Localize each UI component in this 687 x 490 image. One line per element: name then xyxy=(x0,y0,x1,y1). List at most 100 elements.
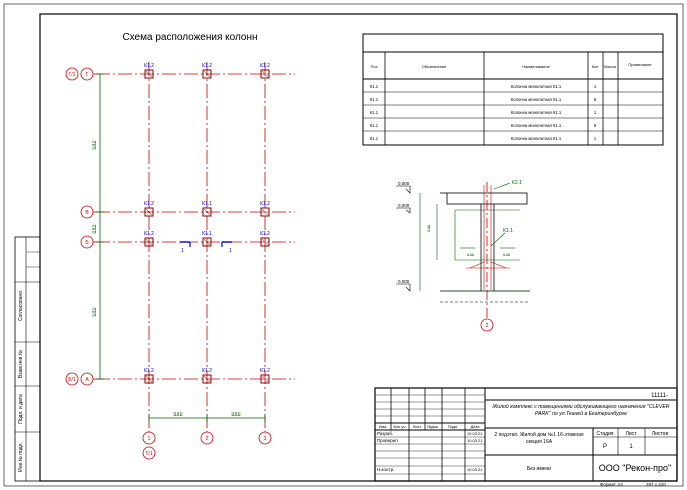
column-mark-label: К1.2 xyxy=(260,231,270,237)
tb-company: ООО "Рекон-про" xyxy=(599,463,671,473)
spec-cell: Колонна монолитная К1.1 xyxy=(511,84,562,89)
axis-bubble-b1 xyxy=(65,372,79,386)
tb-sheets-label: Листов xyxy=(652,431,669,437)
axis-label-g1: Г/1 xyxy=(69,72,76,78)
spec-header-note: Примечание xyxy=(628,62,652,67)
spec-cell: 1 xyxy=(594,136,597,141)
detail-section xyxy=(396,182,530,332)
detail-mark-top: К2.1 xyxy=(512,180,522,186)
title-block xyxy=(374,387,678,482)
tb-col-podp: Подп. xyxy=(448,424,459,429)
column-hatch xyxy=(261,208,269,216)
detail-mark-col: К1.1 xyxy=(503,228,513,234)
column-4-1 xyxy=(144,374,154,384)
spec-cell: Колонна монолитная К1.1 xyxy=(511,123,562,128)
tb-date-1: 10.03.21 xyxy=(467,431,483,436)
column-mark-label: К1.2 xyxy=(144,231,154,237)
tb-sheet: 1 xyxy=(629,444,633,450)
column-mark-label: К1.2 xyxy=(144,63,154,69)
detail-level-top: 0,000 xyxy=(398,181,410,186)
axis-bubbles xyxy=(65,67,272,460)
stamp-label-replace: Взам.инв.№ xyxy=(18,350,24,378)
spec-header-mass: Масса xyxy=(604,64,617,69)
column-3-3 xyxy=(260,237,270,247)
tb-object: 2 подэтап. Жилой дом №1 16-этажная секци… xyxy=(494,432,584,445)
spec-cell: 1 xyxy=(594,84,597,89)
axis-label-a: А xyxy=(85,377,89,383)
column-mark-label: К1.2 xyxy=(144,201,154,207)
column-mark-label: К1.2 xyxy=(202,63,212,69)
spec-header-designation: Обозначение xyxy=(422,64,448,69)
spec-cell: 1 xyxy=(594,110,597,115)
axis-bubble-3 xyxy=(258,431,272,445)
dim-label-2: ШШ xyxy=(92,224,98,234)
side-stamp: Согласовано Взам.инв.№ Подп. и дата Инв.… xyxy=(14,236,41,482)
column-2-3 xyxy=(260,207,270,217)
spec-cell: К1.1 xyxy=(370,110,379,115)
tb-format: Формат А3 xyxy=(600,482,623,487)
column-1-1 xyxy=(144,69,154,79)
detail-dim-3: ШШ xyxy=(426,224,431,232)
column-1-3 xyxy=(260,69,270,79)
tb-date-2: 10.03.21 xyxy=(467,438,483,443)
column-2-1 xyxy=(144,207,154,217)
column-hatch xyxy=(203,238,211,246)
axis-label-v: В xyxy=(85,210,89,216)
spec-cell: К1.1 xyxy=(370,97,379,102)
column-hatch xyxy=(203,375,211,383)
spec-cell: 8 xyxy=(594,97,597,102)
tb-code: 11111- xyxy=(651,393,668,399)
column-mark-label: К1.2 xyxy=(260,63,270,69)
axis-label-t1: Т/1 xyxy=(145,451,152,457)
detail-dim-2: ШШ xyxy=(503,252,511,257)
tb-sheet-label: Лист xyxy=(626,431,638,437)
column-mark-label: К1.1 xyxy=(202,201,212,207)
column-4-2 xyxy=(202,374,212,384)
tb-date-3: 10.03.21 xyxy=(467,467,483,472)
detail-dim-1: ШШ xyxy=(467,252,475,257)
spec-cell: Колонна монолитная К1.1 xyxy=(511,136,562,141)
detail-level-bot: 0,000 xyxy=(398,279,410,284)
column-mark-label: К1.2 xyxy=(144,368,154,374)
tb-object-wrap: 2 подэтап. Жилой дом №1 16-этажная секци… xyxy=(494,432,584,445)
plan-title: Схема расположения колонн xyxy=(122,32,257,43)
spec-table xyxy=(362,33,664,146)
spec-cell: К1.1 xyxy=(370,84,379,89)
detail-axis-label: 2 xyxy=(486,323,489,329)
spec-cell: Колонна монолитная К1.1 xyxy=(511,110,562,115)
spec-cell: К1.1 xyxy=(370,136,379,141)
dim-label-3: ШШ xyxy=(92,307,98,317)
axis-label-g: Г xyxy=(86,72,89,78)
column-mark-label: К1.2 xyxy=(202,368,212,374)
axis-label-2: 2 xyxy=(206,436,209,442)
tb-project-wrap: Жилой комплекс с помещениями обслуживающ… xyxy=(492,404,669,417)
column-hatch xyxy=(261,238,269,246)
column-mark-label: К1.2 xyxy=(260,368,270,374)
axis-label-b: Б xyxy=(85,240,89,246)
column-2-2 xyxy=(202,207,212,217)
spec-header-pos: Поз xyxy=(371,64,378,69)
column-3-2 xyxy=(202,237,212,247)
column-3-1 xyxy=(144,237,154,247)
spec-cell: 8 xyxy=(594,123,597,128)
tb-col-ndok: №док. xyxy=(427,424,439,429)
stamp-label-agreed: Согласовано xyxy=(18,291,24,321)
axis-bubble-1 xyxy=(142,431,156,445)
spec-header-name: Наименование xyxy=(522,64,551,69)
column-4-3 xyxy=(260,374,270,384)
axis-bubble-2 xyxy=(200,431,214,445)
column-hatch xyxy=(203,208,211,216)
column-hatch xyxy=(261,70,269,78)
dim-label-4: ШШ xyxy=(173,412,183,418)
column-hatch xyxy=(145,238,153,246)
tb-role-developer: Разраб. xyxy=(377,431,393,436)
dim-label-1: ШШ xyxy=(92,140,98,150)
column-mark-label: К1.2 xyxy=(260,201,270,207)
tb-size: 297 x 420 xyxy=(646,482,666,487)
column-hatch xyxy=(145,375,153,383)
tb-col-izm: Изм. xyxy=(379,424,388,429)
column-mark-label: К1.1 xyxy=(202,231,212,237)
